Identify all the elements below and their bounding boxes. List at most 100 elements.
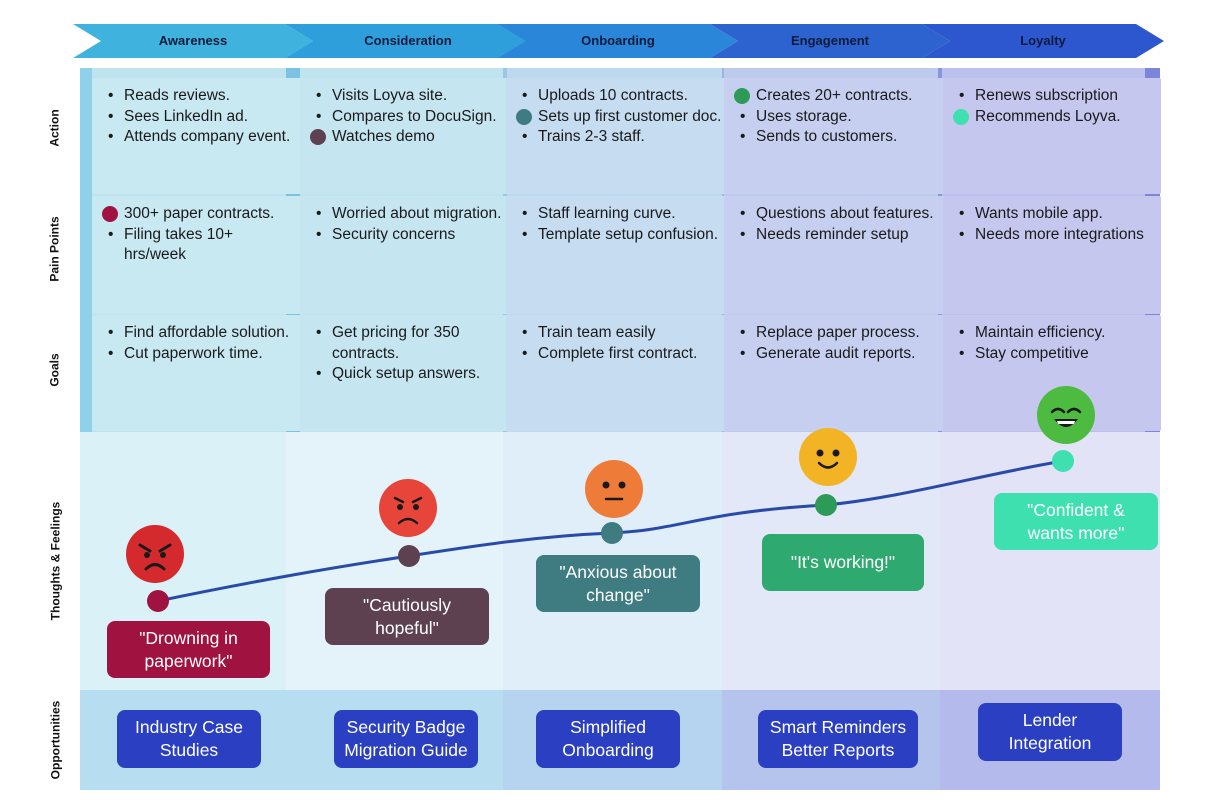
- card-list: •Worried about migration.•Security conce…: [310, 204, 510, 245]
- goals-card: •Get pricing for 350 contracts.•Quick se…: [300, 315, 518, 431]
- opportunity-label-line: Migration Guide: [344, 740, 468, 760]
- card-list-item: • Renews subscription: [953, 86, 1153, 107]
- card-item-text: Get pricing for 350 contracts.: [332, 324, 460, 362]
- pain-points-card: •Wants mobile app.• Needs more integratio…: [943, 196, 1161, 314]
- bullet-marker: •: [959, 225, 965, 243]
- feeling-quote-bubble: "Cautiously hopeful": [325, 588, 489, 645]
- stage-onboarding: Onboarding: [498, 24, 738, 58]
- opportunity-label-line: Security Badge: [346, 717, 466, 737]
- card-list-item: • Security concerns: [310, 225, 510, 246]
- bullet-marker: •: [740, 344, 746, 362]
- stage-engagement: Engagement: [710, 24, 950, 58]
- card-item-text: Wants mobile app.: [975, 205, 1103, 222]
- bullet-marker: •: [316, 225, 322, 243]
- marker-dot: [516, 108, 532, 125]
- card-list: 300+ paper contracts.•Filing takes 10+ h…: [102, 204, 295, 266]
- card-item-text: Uses storage.: [756, 107, 852, 125]
- card-list: •Train team easily•Complete first contra…: [516, 323, 730, 364]
- card-list-item: •Complete first contract.: [516, 344, 730, 365]
- card-list: •Staff learning curve.•Template setup co…: [516, 204, 730, 245]
- bullet-marker: •: [316, 324, 322, 341]
- bullet-marker: •: [108, 324, 114, 341]
- card-list: •Replace paper process.•Generate audit r…: [734, 323, 946, 364]
- column-feelings-bg: [940, 432, 1160, 690]
- card-item-text: Complete first contract.: [538, 344, 698, 362]
- action-card: Creates 20+ contracts.•Uses storage.•Sen…: [724, 78, 954, 194]
- neutral-face-icon: [585, 460, 643, 518]
- bullet-marker: •: [108, 128, 114, 145]
- card-list-item: •Filing takes 10+ hrs/week: [102, 225, 295, 266]
- card-list-item: •Wants mobile app.: [953, 204, 1153, 225]
- card-item-text: Maintain efficiency.: [975, 324, 1106, 341]
- chevron-shape: [498, 24, 738, 58]
- bullet-marker: •: [316, 365, 322, 382]
- card-item-text: Needs more integrations: [975, 225, 1144, 243]
- card-list: •Get pricing for 350 contracts.•Quick se…: [310, 323, 510, 385]
- card-item-text: Renews subscription: [975, 87, 1119, 104]
- action-card: •Visits Loyva site.•Compares to DocuSign…: [300, 78, 518, 194]
- bullet-marker: •: [108, 344, 114, 362]
- feeling-quote-bubble: "It's working!": [762, 534, 924, 591]
- card-item-text: Train team easily: [538, 324, 656, 341]
- card-item-text: Sets up first customer doc.: [538, 107, 722, 125]
- card-list-item: • Get pricing for 350 contracts.: [310, 323, 510, 364]
- opportunity-label-line: Simplified: [570, 717, 646, 737]
- card-item-text: Reads reviews.: [124, 87, 230, 104]
- action-card: •Uploads 10 contracts.Sets up first cust…: [506, 78, 738, 194]
- sad-face-icon: [379, 479, 437, 537]
- delighted-face-icon: [1037, 386, 1095, 444]
- card-item-text: Compares to DocuSign.: [332, 107, 497, 125]
- card-list-item: •Trains 2-3 staff.: [516, 127, 730, 148]
- stage-awareness: Awareness: [73, 24, 313, 58]
- card-list: •Find affordable solution.•Cut paperwork…: [102, 323, 295, 364]
- card-list: •Questions about features.•Needs reminde…: [734, 204, 946, 245]
- card-list-item: •Find affordable solution.: [102, 323, 295, 344]
- bullet-marker: •: [316, 205, 322, 222]
- happy-face-icon: [799, 428, 857, 486]
- bullet-marker: •: [959, 344, 965, 362]
- card-list-item: Recommends Loyva.: [953, 107, 1153, 128]
- marker-dot: [102, 206, 118, 222]
- emotion-point: [1052, 450, 1074, 472]
- stage-label: Loyalty: [1020, 33, 1066, 48]
- stage-label: Consideration: [364, 33, 452, 48]
- card-item-text: Generate audit reports.: [756, 344, 916, 362]
- card-item-text: Uploads 10 contracts.: [538, 87, 688, 104]
- card-item-text: Security concerns: [332, 225, 456, 243]
- emotion-point: [398, 545, 420, 567]
- card-item-text: Watches demo: [332, 128, 435, 145]
- opportunity-label-line: Industry Case: [135, 717, 243, 737]
- chevron-shape: [922, 24, 1164, 58]
- bullet-marker: •: [740, 107, 746, 125]
- pain-points-card: •Questions about features.•Needs reminde…: [724, 196, 954, 314]
- bullet-marker: •: [108, 87, 114, 104]
- card-list-item: • Uses storage.: [734, 107, 946, 128]
- card-item-text: Attends company event.: [124, 128, 291, 145]
- bullet-marker: •: [959, 324, 965, 341]
- card-item-text: Questions about features.: [756, 205, 934, 222]
- opportunity-label-line: Studies: [159, 740, 219, 760]
- card-item-text: Template setup confusion.: [538, 225, 719, 243]
- card-item-text: Visits Loyva site.: [332, 87, 448, 104]
- card-item-text: Staff learning curve.: [538, 205, 676, 222]
- card-list-item: •Compares to DocuSign.: [310, 107, 510, 128]
- card-list-item: •Template setup confusion.: [516, 225, 730, 246]
- bullet-marker: •: [959, 87, 965, 104]
- card-list: Creates 20+ contracts.•Uses storage.•Sen…: [734, 86, 946, 148]
- marker-dot: [734, 88, 750, 104]
- card-list: •Wants mobile app.• Needs more integratio…: [953, 204, 1153, 245]
- card-list-item: •Cut paperwork time.: [102, 344, 295, 365]
- opportunity-label-line: Lender: [1022, 710, 1078, 730]
- card-list-item: •Stay competitive: [953, 344, 1153, 365]
- stage-label: Awareness: [158, 33, 228, 48]
- column-feelings-bg: [286, 432, 503, 690]
- card-item-text: Filing takes 10+ hrs/week: [124, 225, 233, 264]
- card-item-text: Recommends Loyva.: [975, 107, 1121, 125]
- feeling-quote-bubble: "Anxious about change": [536, 555, 700, 612]
- emotion-point: [601, 522, 623, 544]
